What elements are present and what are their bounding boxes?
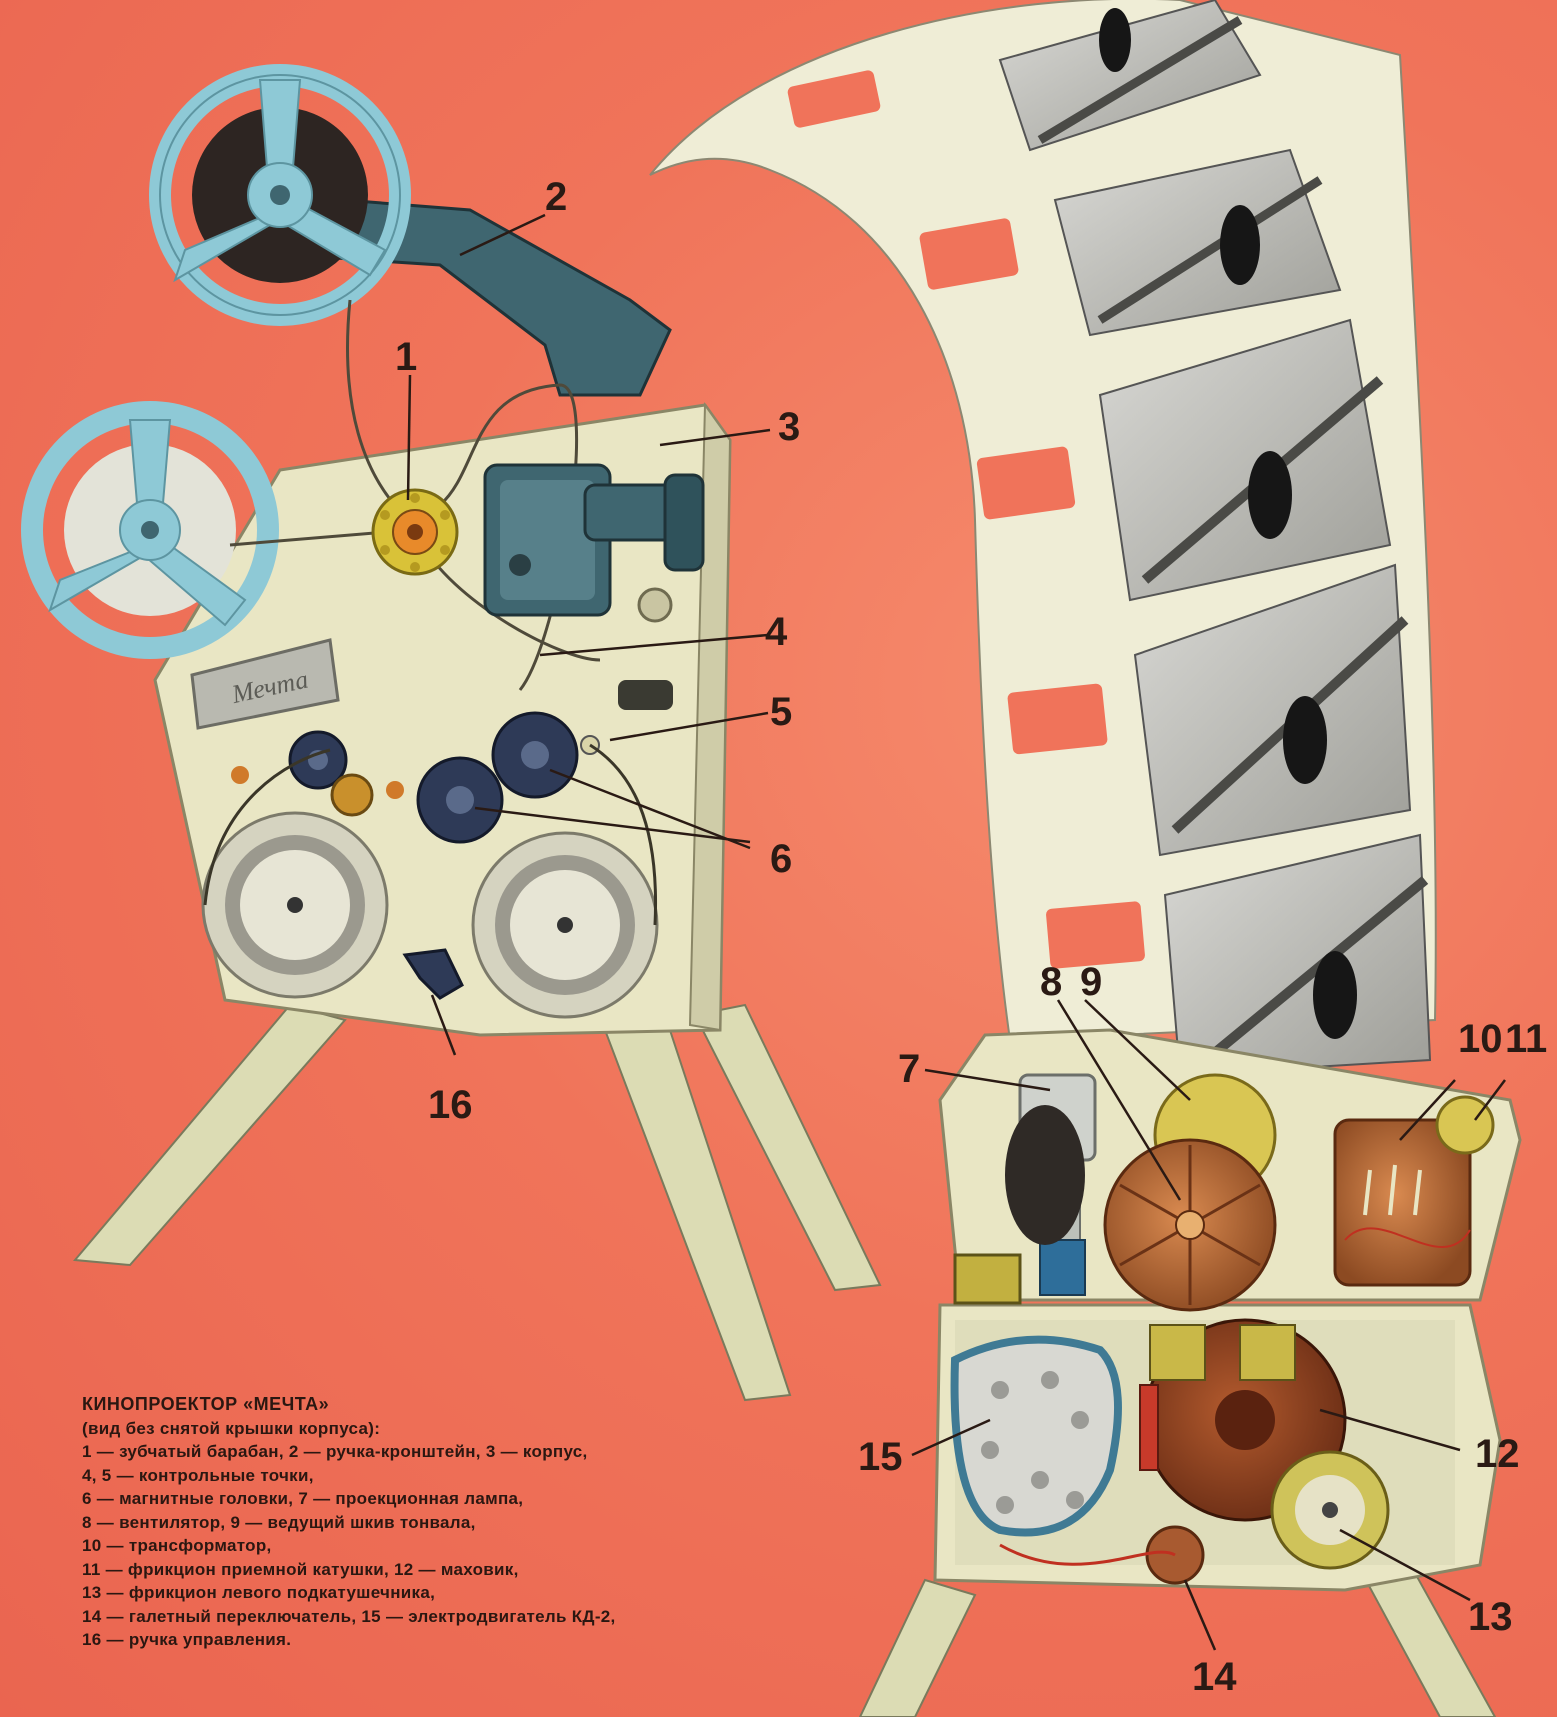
tape-reel-left	[203, 813, 387, 997]
callout-15: 15	[858, 1435, 903, 1479]
sprocket-drum	[373, 490, 457, 574]
callout-12: 12	[1475, 1432, 1520, 1476]
callout-14: 14	[1192, 1655, 1237, 1699]
caption-line: 16 — ручка управления.	[82, 1628, 802, 1652]
caption-line: 8 — вентилятор, 9 — ведущий шкив тонвала…	[82, 1511, 802, 1535]
callout-8: 8	[1040, 960, 1062, 1004]
caption-line: 13 — фрикцион левого подкатушечника,	[82, 1581, 802, 1605]
callout-16: 16	[428, 1083, 473, 1127]
callout-5: 5	[770, 690, 792, 734]
callout-10: 10	[1458, 1017, 1503, 1061]
motor-kd2	[955, 1340, 1118, 1533]
control-knob	[639, 589, 671, 621]
vent-slot	[618, 680, 673, 710]
callout-13: 13	[1468, 1595, 1513, 1639]
callout-11: 11	[1505, 1017, 1547, 1061]
callout-7: 7	[898, 1047, 920, 1091]
callout-3: 3	[778, 405, 800, 449]
caption-block: КИНОПРОЕКТОР «МЕЧТА» (вид без снятой кры…	[82, 1393, 802, 1652]
caption-line: 6 — магнитные головки, 7 — проекционная …	[82, 1487, 802, 1511]
lower-reel	[32, 412, 268, 648]
caption-line: 1 — зубчатый барабан, 2 — ручка-кронштей…	[82, 1440, 802, 1464]
fan	[1105, 1140, 1275, 1310]
callout-1: 1	[395, 335, 417, 379]
callout-2: 2	[545, 175, 567, 219]
caption-line: (вид без снятой крышки корпуса):	[82, 1417, 802, 1441]
upper-reel	[160, 75, 400, 315]
caption-line: 10 — трансформатор,	[82, 1534, 802, 1558]
callout-9: 9	[1080, 960, 1102, 1004]
projector-cutaway	[860, 1030, 1520, 1717]
tape-reel-right	[473, 833, 657, 1017]
caption-title: КИНОПРОЕКТОР «МЕЧТА»	[82, 1393, 802, 1417]
caption-line: 11 — фрикцион приемной катушки, 12 — мах…	[82, 1558, 802, 1582]
left-friction	[1272, 1452, 1388, 1568]
projector-front: Мечта	[32, 75, 880, 1400]
callout-6: 6	[770, 837, 792, 881]
caption-line: 4, 5 — контрольные точки,	[82, 1464, 802, 1488]
small-component	[955, 1255, 1020, 1303]
callout-4: 4	[765, 610, 788, 654]
film-strip	[650, 0, 1436, 1075]
projector-legs	[75, 1005, 880, 1400]
caption-line: 14 — галетный переключатель, 15 — электр…	[82, 1605, 802, 1629]
